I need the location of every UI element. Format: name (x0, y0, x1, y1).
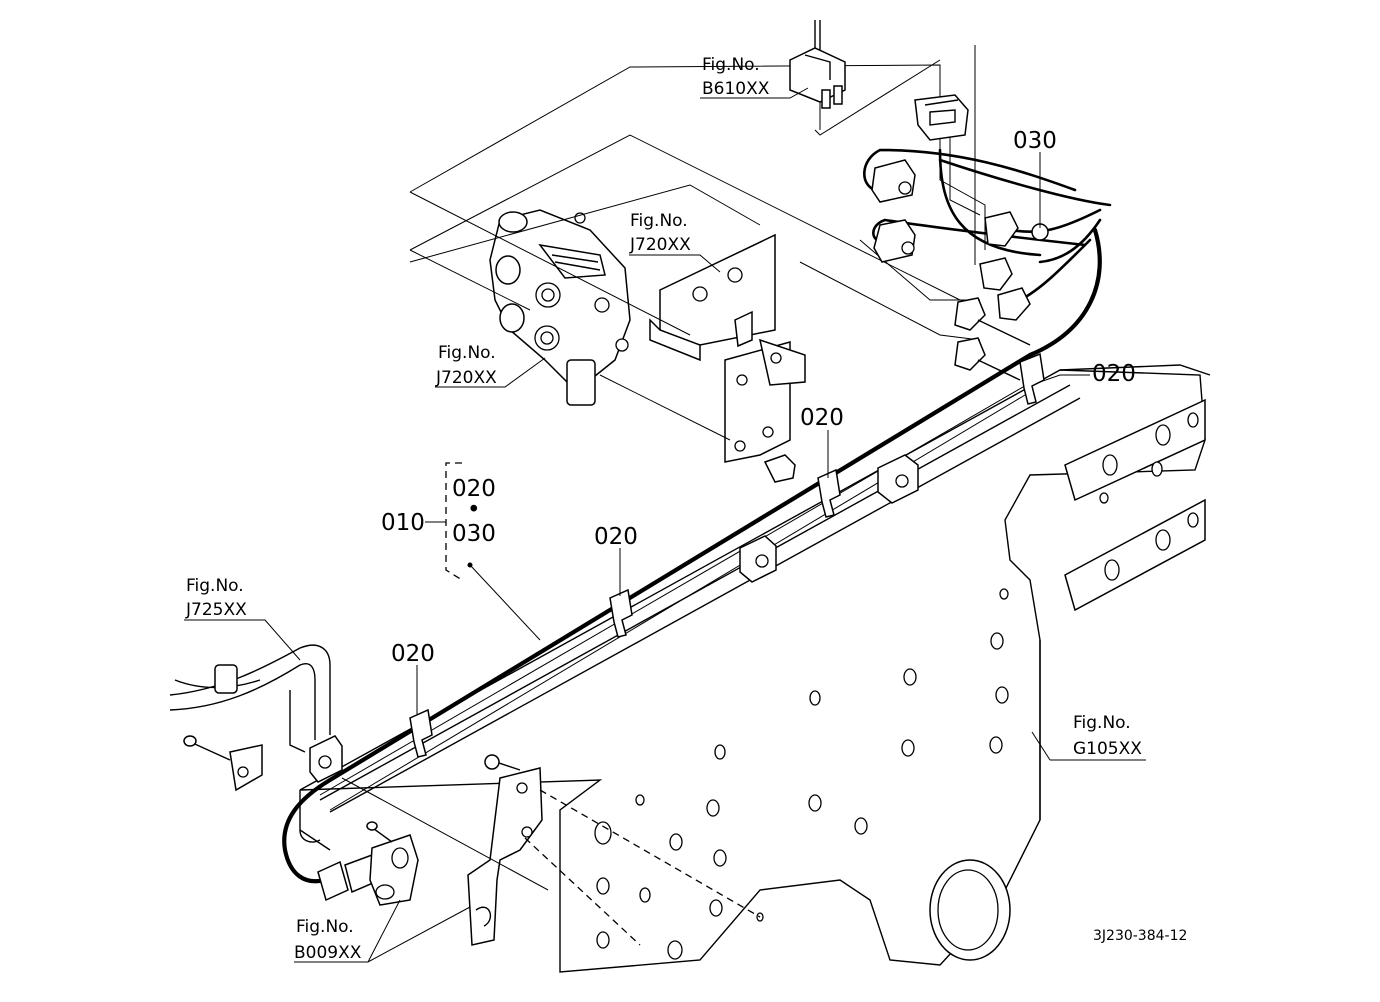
label-j720-bracket-ref: J720XX (629, 235, 691, 255)
part-030-top: 030 (1013, 128, 1057, 154)
connector-cluster (871, 94, 1049, 381)
label-b610-ref: B610XX (702, 79, 770, 99)
label-j720-valve-ref: J720XX (435, 368, 497, 388)
bracket-j720 (649, 233, 806, 483)
label-j720-valve-fig: Fig.No. (438, 343, 496, 363)
frame-chassis (299, 364, 1211, 973)
part-020-left: 020 (391, 641, 435, 667)
part-group-dot: • (467, 497, 481, 523)
b009-sensor (317, 821, 419, 906)
part-group-020: 020 (452, 476, 496, 502)
clip-020-left (409, 708, 433, 758)
figure-labels: Fig.No. B610XX Fig.No. J720XX Fig.No. J7… (185, 55, 1142, 963)
clip-020-right (1019, 352, 1045, 405)
part-number-labels: 030 020 020 020 020 010 020 • 030 (381, 128, 1136, 667)
part-group-030: 030 (452, 521, 496, 547)
label-j725-fig: Fig.No. (186, 576, 244, 596)
part-010: 010 (381, 510, 425, 536)
explode-outlines (409, 45, 986, 441)
tube-blocks (309, 454, 919, 783)
part-020-center: 020 (594, 524, 638, 550)
leader-lines (184, 87, 1146, 963)
drawing-number: 3J230-384-12 (1093, 928, 1187, 944)
clip-020-mid (817, 468, 841, 518)
j725-tube (169, 644, 331, 843)
control-valve-j720 (489, 209, 631, 406)
label-g105-fig: Fig.No. (1073, 713, 1131, 733)
label-g105-ref: G105XX (1073, 739, 1142, 759)
label-b610-fig: Fig.No. (702, 55, 760, 75)
label-j725-ref: J725XX (185, 600, 247, 620)
label-b009-fig: Fig.No. (296, 917, 354, 937)
clip-020-center (609, 588, 633, 638)
label-j720-bracket-fig: Fig.No. (630, 211, 688, 231)
part-020-right: 020 (1092, 361, 1136, 387)
wiring-harness (282, 148, 1112, 884)
part-020-mid: 020 (800, 405, 844, 431)
b610-switch (789, 20, 846, 109)
bracket-lower (467, 754, 761, 946)
label-b009-ref: B009XX (294, 943, 362, 963)
